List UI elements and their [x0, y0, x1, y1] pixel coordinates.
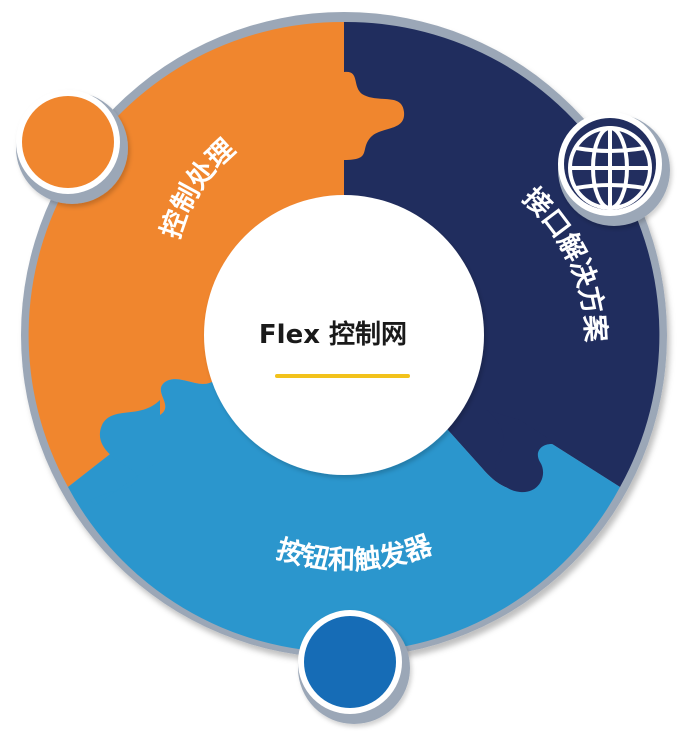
center-title: Flex 控制网: [259, 320, 407, 350]
badge-orange: [16, 90, 128, 204]
puzzle-tab-top: [344, 71, 405, 160]
badge-blue: [298, 610, 410, 724]
segment-buttons-triggers: [68, 335, 620, 653]
globe-icon: [568, 126, 652, 210]
center-hub: [204, 195, 484, 475]
puzzle-tab-left: [90, 400, 160, 505]
puzzle-tab-right: [486, 410, 560, 493]
